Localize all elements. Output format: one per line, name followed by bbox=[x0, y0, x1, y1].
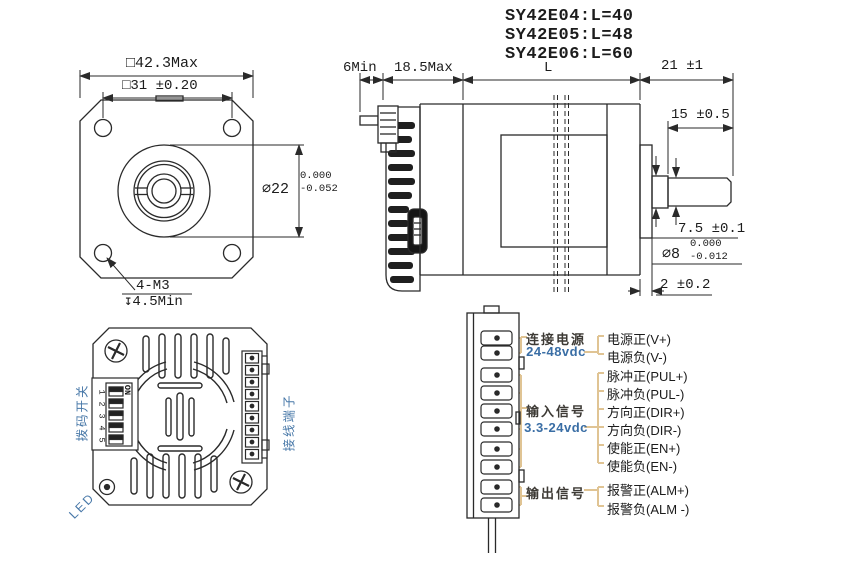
dip-switch-label: 拨码开关 bbox=[75, 383, 90, 442]
dim-front-length: 21 ±1 bbox=[661, 58, 704, 74]
dip-number-2: 2 bbox=[96, 401, 107, 407]
pilot-tol-upper: 0.000 bbox=[300, 170, 332, 182]
dim-square-max: □42.3Max bbox=[126, 55, 199, 72]
shaft-tol-upper: 0.000 bbox=[690, 238, 722, 250]
terminal-label: 接线端子 bbox=[282, 393, 297, 452]
power-group-label: 连接电源 bbox=[526, 332, 587, 347]
signal-en-minus: 使能负(EN-) bbox=[607, 459, 678, 474]
input-voltage: 3.3-24vdc bbox=[524, 420, 588, 435]
signal-pul-minus: 脉冲负(PUL-) bbox=[607, 387, 685, 402]
dim-boss-length: 2 ±0.2 bbox=[660, 277, 711, 293]
side-view bbox=[359, 73, 742, 296]
side-view-dimensions bbox=[359, 73, 742, 296]
shaft-tol-lower: -0.012 bbox=[690, 251, 728, 263]
led-hole bbox=[98, 478, 116, 496]
dip-number-1: 1 bbox=[96, 389, 107, 395]
dim-hole-depth: ↧4.5Min bbox=[124, 294, 183, 310]
wiring-diagram bbox=[466, 305, 604, 553]
signal-dir-minus: 方向负(DIR-) bbox=[607, 423, 682, 438]
connector-housing bbox=[466, 305, 525, 553]
screw-top-left bbox=[104, 339, 128, 363]
power-voltage: 24-48vdc bbox=[526, 344, 586, 359]
connector-pins bbox=[480, 330, 513, 513]
dip-on-label: ON bbox=[122, 384, 133, 396]
config-port bbox=[407, 208, 428, 254]
model-spec-1: SY42E04:L=40 bbox=[505, 7, 634, 26]
dim-body-length: L bbox=[544, 60, 553, 76]
model-spec-3: SY42E06:L=60 bbox=[505, 45, 634, 64]
screw-bottom-right bbox=[229, 470, 253, 494]
signal-en-plus: 使能正(EN+) bbox=[607, 441, 681, 456]
dip-number-4: 4 bbox=[96, 425, 107, 431]
rear-view bbox=[91, 327, 270, 506]
dim-mount-holes: 4-M3 bbox=[136, 278, 170, 294]
dip-switch bbox=[91, 377, 139, 451]
signal-alm-plus: 报警正(ALM+) bbox=[607, 483, 689, 498]
rear-terminal-connector bbox=[241, 350, 270, 464]
wires bbox=[513, 335, 604, 507]
signal-pul-plus: 脉冲正(PUL+) bbox=[607, 369, 688, 384]
signal-alm-minus: 报警负(ALM -) bbox=[607, 502, 690, 517]
dim-connector-min: 6Min bbox=[343, 60, 377, 76]
break-lines bbox=[553, 95, 569, 294]
dip-number-3: 3 bbox=[96, 413, 107, 419]
front-view bbox=[79, 70, 304, 295]
dim-bolt-spacing: □31 ±0.20 bbox=[122, 78, 198, 94]
dim-pilot-diameter: ⌀22 bbox=[262, 181, 290, 198]
dim-driver-max: 18.5Max bbox=[394, 60, 453, 76]
vent-slots bbox=[125, 333, 235, 499]
input-group-label: 输入信号 bbox=[526, 404, 587, 419]
model-spec-2: SY42E05:L=48 bbox=[505, 26, 634, 45]
dim-shaft-diameter: ⌀8 bbox=[662, 246, 681, 263]
dim-shaft-step: 7.5 ±0.1 bbox=[678, 221, 746, 237]
programming-plug bbox=[359, 105, 399, 153]
dip-number-5: 5 bbox=[96, 437, 107, 443]
signal-dir-plus: 方向正(DIR+) bbox=[607, 405, 685, 420]
output-group-label: 输出信号 bbox=[526, 486, 587, 501]
heatsink-fins bbox=[388, 122, 415, 283]
dim-shaft-length: 15 ±0.5 bbox=[671, 107, 730, 123]
signal-v-minus: 电源负(V-) bbox=[607, 350, 667, 365]
signal-v-plus: 电源正(V+) bbox=[607, 332, 671, 347]
pilot-tol-lower: -0.052 bbox=[300, 183, 338, 195]
